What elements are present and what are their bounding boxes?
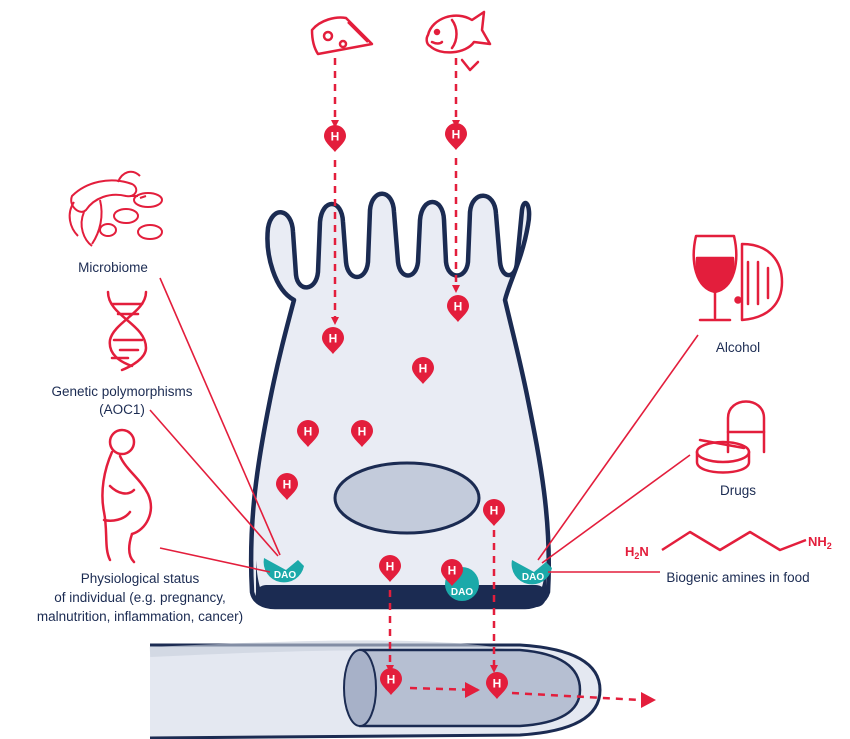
factor-lines bbox=[149, 277, 699, 573]
amine-left-group: H2N bbox=[625, 544, 649, 561]
label-genetic-line2: (AOC1) bbox=[99, 402, 145, 417]
label-alcohol: Alcohol bbox=[716, 340, 760, 355]
amine-molecule bbox=[661, 530, 807, 552]
cheese-icon bbox=[310, 16, 374, 56]
bacteria-icon bbox=[68, 170, 163, 247]
pills-icon bbox=[695, 400, 766, 474]
dao-enzymes: DAO DAO DAO bbox=[263, 558, 552, 601]
blood-vessel bbox=[149, 640, 602, 739]
label-physio-line2: of individual (e.g. pregnancy, bbox=[54, 590, 226, 605]
enterocyte-cell bbox=[248, 191, 552, 610]
label-biogenic-amines: Biogenic amines in food bbox=[666, 570, 809, 585]
nucleus bbox=[333, 461, 481, 535]
label-physio-line3: malnutrition, inflammation, cancer) bbox=[37, 609, 243, 624]
amine-right-group: NH2 bbox=[808, 534, 832, 551]
label-genetic-line1: Genetic polymorphisms bbox=[51, 384, 192, 399]
label-drugs: Drugs bbox=[720, 483, 756, 498]
dna-icon bbox=[106, 290, 148, 372]
fish-icon bbox=[425, 10, 492, 72]
svg-text:DAO: DAO bbox=[451, 587, 473, 598]
pregnant-woman-icon bbox=[101, 428, 153, 564]
label-microbiome: Microbiome bbox=[78, 260, 148, 275]
svg-text:DAO: DAO bbox=[274, 570, 296, 581]
svg-text:DAO: DAO bbox=[522, 572, 544, 583]
wine-glass-icon bbox=[692, 234, 784, 322]
label-physio-line1: Physiological status bbox=[81, 571, 200, 586]
